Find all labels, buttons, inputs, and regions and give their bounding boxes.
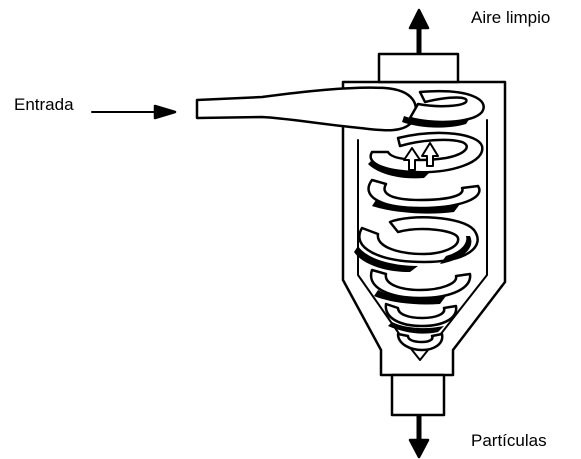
clean-air-label: Aire limpio <box>471 9 550 26</box>
vortex-finder-tube <box>379 54 458 82</box>
inlet-label: Entrada <box>14 96 74 113</box>
dust-outlet-tube <box>392 375 444 415</box>
particles-label: Partículas <box>471 432 547 449</box>
clean-air-arrow <box>410 10 428 57</box>
particles-arrow <box>410 413 428 457</box>
inlet-arrow <box>92 106 175 118</box>
inlet-duct <box>197 88 416 131</box>
